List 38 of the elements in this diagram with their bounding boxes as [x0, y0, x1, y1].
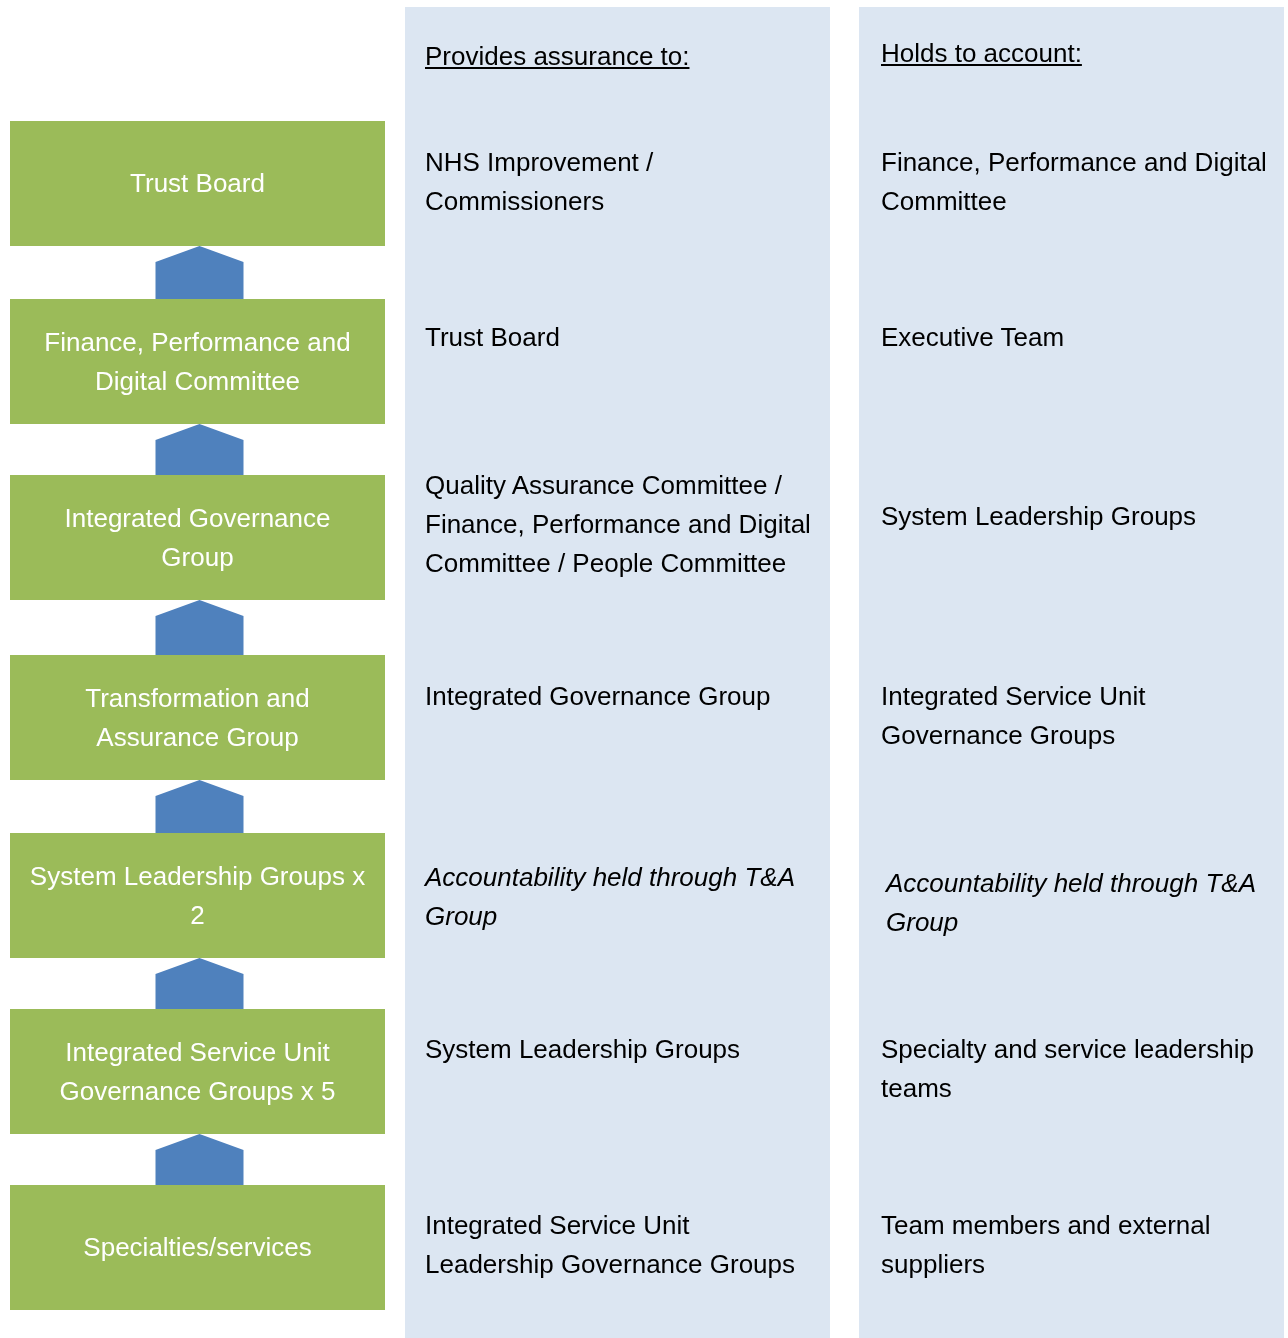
up-arrow: [155, 246, 244, 299]
column-entry: Trust Board: [425, 321, 561, 354]
process-box: [10, 121, 385, 246]
up-arrow: [155, 424, 244, 475]
process-box: [10, 475, 385, 600]
up-arrow: [155, 600, 244, 655]
column-heading: Provides assurance to:: [425, 40, 690, 73]
box-label: Transformation and Assurance Group: [84, 681, 311, 754]
box-label: Finance, Performance and Digital Committee: [43, 325, 352, 398]
column-heading: Holds to account:: [881, 37, 1082, 70]
column-entry: Integrated Governance Group: [425, 680, 772, 713]
process-box: [10, 299, 385, 424]
up-arrow: [155, 1134, 244, 1185]
box-label: Trust Board: [130, 167, 265, 200]
up-arrow: [155, 780, 244, 833]
column-panel: [405, 7, 830, 1338]
box-label: Integrated Service Unit Governance Groups x 5: [58, 1035, 337, 1108]
process-box: [10, 833, 385, 958]
box-label: Integrated Governance Group: [63, 501, 332, 574]
column-entry: Accountability held through T&A Group: [886, 867, 1257, 939]
column-entry: Team members and external suppliers: [881, 1209, 1212, 1281]
column-entry: Integrated Service Unit Governance Groups: [881, 680, 1147, 752]
column-entry: NHS Improvement / Commissioners: [425, 146, 655, 218]
process-box: [10, 1185, 385, 1310]
process-box: [10, 1009, 385, 1134]
column-entry: System Leadership Groups: [425, 1033, 742, 1066]
column-panel: [859, 7, 1284, 1338]
column-entry: Quality Assurance Committee / Finance, Performance and Digital Committee / People Committee: [425, 469, 812, 580]
column-entry: Integrated Service Unit Leadership Governance Groups: [425, 1209, 796, 1281]
column-entry: System Leadership Groups: [881, 500, 1198, 533]
box-label: Specialties/services: [83, 1231, 312, 1264]
column-entry: Executive Team: [881, 321, 1066, 354]
box-label: System Leadership Groups x 2: [28, 859, 367, 932]
column-entry: Accountability held through T&A Group: [425, 861, 796, 933]
process-box: [10, 655, 385, 780]
up-arrow: [155, 958, 244, 1009]
column-entry: Specialty and service leadership teams: [881, 1033, 1255, 1105]
column-entry: Finance, Performance and Digital Committee: [881, 146, 1268, 218]
